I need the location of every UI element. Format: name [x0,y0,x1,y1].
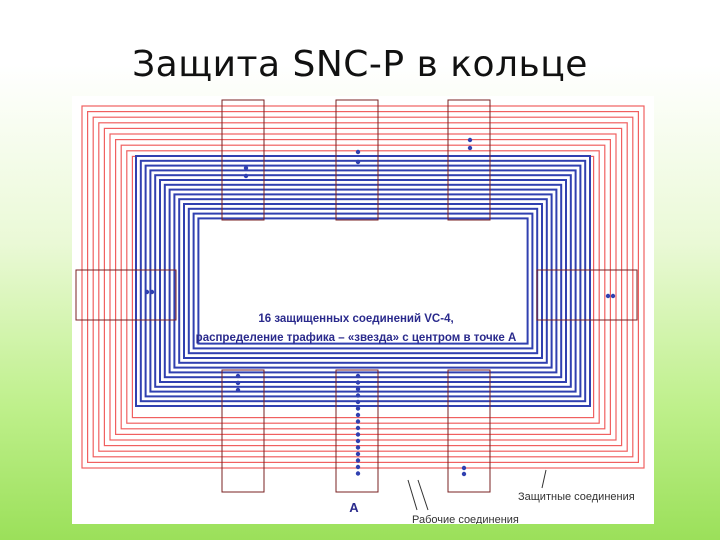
working-ring [144,164,582,398]
working-ring [183,203,543,359]
working-ring [135,155,591,407]
caption-line-2: распределение трафика – «звезда» с центр… [196,332,517,344]
connection-dot [355,438,361,444]
node-right [536,269,638,321]
connection-dot [235,387,241,393]
protection-pointer [541,469,547,489]
working-ring [168,188,558,374]
working-ring [149,169,577,393]
protection-ring [98,122,628,452]
protection-ring [81,105,645,469]
connection-dot [355,425,361,431]
working-rings [135,155,591,407]
connection-dot [235,373,241,379]
connection-dot [149,289,155,295]
connection-dot [467,145,473,151]
connection-dot [355,149,361,155]
connection-dot [355,451,361,457]
working-pointer-2 [417,479,429,511]
connection-dot [144,289,150,295]
node-left [75,269,177,321]
working-ring [197,217,529,345]
connection-endpoints [144,137,616,477]
protection-ring [92,116,634,458]
node-bottom-right [447,369,491,493]
connection-dot [355,445,361,450]
node-top-center [335,99,379,221]
working-label: Рабочие соединения [412,514,519,524]
caption-line-1: 16 защищенных соединений VC-4, [258,313,453,325]
node-top-left [221,99,265,221]
connection-dot [355,432,361,437]
protection-ring [109,133,617,441]
connection-dot [355,471,361,476]
working-ring [192,212,534,350]
node-top-right [447,99,491,221]
node-a-label: A [349,500,359,515]
connection-dot [355,393,361,398]
working-ring [178,198,548,364]
working-ring [154,174,572,388]
working-ring [173,193,553,369]
working-ring [139,159,587,403]
connection-dot [355,399,361,405]
working-pointer-1 [407,479,418,511]
node-bottom-left [221,369,265,493]
connection-dot [355,419,361,424]
node-a [335,369,379,493]
protection-ring [114,138,611,435]
connection-dot [355,464,361,470]
connection-dot [461,471,467,477]
connection-dot [355,373,361,379]
ring-diagram: 16 защищенных соединений VC-4, распредел… [75,99,645,524]
network-nodes [75,99,638,493]
connection-dot [467,137,473,143]
protection-ring [120,144,606,430]
protection-ring [126,150,600,424]
protection-ring [131,155,595,419]
connection-dot [235,380,241,386]
protection-ring [103,127,623,447]
connection-dot [355,412,361,418]
connection-dot [605,293,611,299]
protection-label: Защитные соединения [518,491,635,503]
protection-ring [87,111,639,463]
connection-dot [355,380,361,385]
connection-dot [461,465,467,471]
connection-dot [355,406,361,411]
working-ring [159,179,567,383]
working-ring [163,183,563,379]
connection-dot [243,173,249,179]
slide-title: Защита SNC-P в кольце [132,44,588,85]
connection-dot [355,458,361,463]
diagram-panel: 16 защищенных соединений VC-4, распредел… [72,96,654,524]
connection-dot [243,165,249,171]
connection-dot [355,386,361,392]
connection-dot [610,293,616,299]
connection-dot [355,159,361,165]
